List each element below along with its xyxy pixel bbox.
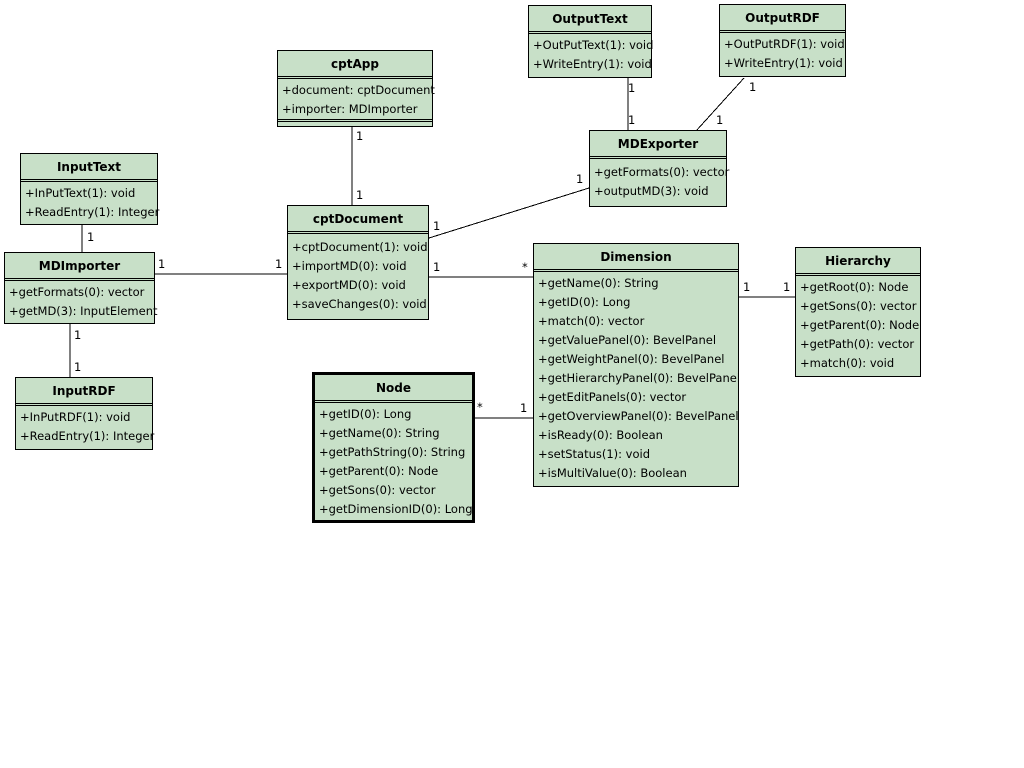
multiplicity-label: 1 [356, 129, 364, 143]
attributes-compartment: +document: cptDocument +importer: MDImpo… [278, 79, 435, 122]
multiplicity-label: 1 [749, 80, 757, 94]
class-title: cptApp [278, 51, 432, 79]
operation: +cptDocument(1): void [292, 240, 428, 254]
operation: +WriteEntry(1): void [724, 56, 843, 70]
operation: +getName(0): String [538, 276, 659, 290]
multiplicity-label: 1 [576, 172, 584, 186]
class-title: Dimension [534, 244, 738, 272]
class-title: InputText [21, 154, 157, 182]
operation: +WriteEntry(1): void [533, 57, 652, 71]
operations-compartment: +getID(0): Long +getName(0): String +get… [315, 403, 473, 521]
multiplicity-label: 1 [74, 328, 82, 342]
assoc-cptdocument-mdexporter [428, 187, 590, 239]
class-inputrdf[interactable]: InputRDF +InPutRDF(1): void +ReadEntry(1… [15, 377, 155, 450]
multiplicity-label: * [477, 400, 483, 414]
operation: +isMultiValue(0): Boolean [538, 466, 687, 480]
operation: +OutPutText(1): void [533, 38, 654, 52]
operations-compartment: +getRoot(0): Node +getSons(0): vector +g… [796, 276, 920, 375]
class-title: OutputText [529, 6, 651, 34]
operation: +getValuePanel(0): BevelPanel [538, 333, 717, 347]
class-title: MDExporter [590, 131, 726, 159]
class-title: Node [315, 375, 472, 403]
operations-compartment: +InPutText(1): void +ReadEntry(1): Integ… [21, 182, 160, 224]
class-dimension[interactable]: Dimension +getName(0): String +getID(0):… [533, 243, 741, 487]
class-title: OutputRDF [720, 5, 845, 33]
operation: +getSons(0): vector [319, 483, 436, 497]
class-node[interactable]: Node +getID(0): Long +getName(0): String… [312, 372, 475, 523]
multiplicity-label: 1 [87, 230, 95, 244]
operations-compartment: +getFormats(0): vector +outputMD(3): voi… [590, 159, 730, 203]
operation: +getDimensionID(0): Long [319, 502, 473, 516]
multiplicity-label: 1 [628, 81, 636, 95]
multiplicity-label: 1 [743, 280, 751, 294]
multiplicity-label: 1 [783, 280, 791, 294]
class-title: Hierarchy [796, 248, 920, 276]
operation: +getID(0): Long [538, 295, 631, 309]
operation: +getOverviewPanel(0): BevelPanel [538, 409, 739, 423]
operation: +ReadEntry(1): Integer [20, 429, 155, 443]
multiplicity-label: 1 [433, 260, 441, 274]
operation: +getFormats(0): vector [594, 165, 730, 179]
operations-compartment: +getFormats(0): vector +getMD(3): InputE… [5, 281, 158, 323]
class-mdimporter[interactable]: MDImporter +getFormats(0): vector +getMD… [4, 252, 158, 324]
operation: +OutPutRDF(1): void [724, 37, 845, 51]
operation: +getParent(0): Node [319, 464, 439, 478]
class-title: InputRDF [16, 378, 152, 406]
operation: +InPutRDF(1): void [20, 410, 131, 424]
operation: +getWeightPanel(0): BevelPanel [538, 352, 725, 366]
class-cptdocument[interactable]: cptDocument +cptDocument(1): void +impor… [287, 205, 429, 320]
multiplicity-label: * [522, 260, 528, 274]
operation: +importMD(0): void [292, 259, 407, 273]
attribute: +importer: MDImporter [282, 102, 418, 116]
operation: +getID(0): Long [319, 407, 412, 421]
operation: +getMD(3): InputElement [9, 304, 158, 318]
operation: +getEditPanels(0): vector [538, 390, 687, 404]
operation: +getPath(0): vector [800, 337, 915, 351]
class-outputrdf[interactable]: OutputRDF +OutPutRDF(1): void +WriteEntr… [719, 4, 846, 77]
operation: +getParent(0): Node [800, 318, 920, 332]
operation: +getName(0): String [319, 426, 440, 440]
operation: +isReady(0): Boolean [538, 428, 663, 442]
operation: +getHierarchyPanel(0): BevelPanel [538, 371, 741, 385]
multiplicity-label: 1 [433, 219, 441, 233]
operation: +saveChanges(0): void [292, 297, 427, 311]
operation: +match(0): vector [538, 314, 645, 328]
attribute: +document: cptDocument [282, 83, 435, 97]
operations-compartment: +OutPutRDF(1): void +WriteEntry(1): void [720, 33, 845, 75]
class-inputtext[interactable]: InputText +InPutText(1): void +ReadEntry… [20, 153, 160, 225]
operation: +setStatus(1): void [538, 447, 651, 461]
multiplicity-label: 1 [628, 113, 636, 127]
class-title: cptDocument [288, 206, 428, 234]
multiplicity-label: 1 [74, 360, 82, 374]
class-title: MDImporter [5, 253, 154, 281]
operation: +getSons(0): vector [800, 299, 917, 313]
operation: +InPutText(1): void [25, 186, 136, 200]
class-hierarchy[interactable]: Hierarchy +getRoot(0): Node +getSons(0):… [795, 247, 921, 377]
operations-compartment: +cptDocument(1): void +importMD(0): void… [288, 234, 428, 316]
operation: +exportMD(0): void [292, 278, 406, 292]
operation: +ReadEntry(1): Integer [25, 205, 160, 219]
operation: +getFormats(0): vector [9, 285, 145, 299]
class-cptapp[interactable]: cptApp +document: cptDocument +importer:… [277, 50, 435, 127]
operations-compartment: +InPutRDF(1): void +ReadEntry(1): Intege… [16, 406, 155, 448]
multiplicity-label: 1 [158, 257, 166, 271]
class-mdexporter[interactable]: MDExporter +getFormats(0): vector +outpu… [589, 130, 730, 207]
multiplicity-label: 1 [275, 257, 283, 271]
multiplicity-label: 1 [356, 188, 364, 202]
operation: +getRoot(0): Node [800, 280, 909, 294]
multiplicity-label: 1 [520, 401, 528, 415]
class-outputtext[interactable]: OutputText +OutPutText(1): void +WriteEn… [528, 5, 654, 78]
operation: +outputMD(3): void [594, 184, 709, 198]
operations-compartment: +getName(0): String +getID(0): Long +mat… [534, 272, 741, 485]
operation: +match(0): void [800, 356, 895, 370]
operations-compartment: +OutPutText(1): void +WriteEntry(1): voi… [529, 34, 654, 76]
multiplicity-label: 1 [716, 113, 724, 127]
operation: +getPathString(0): String [319, 445, 466, 459]
